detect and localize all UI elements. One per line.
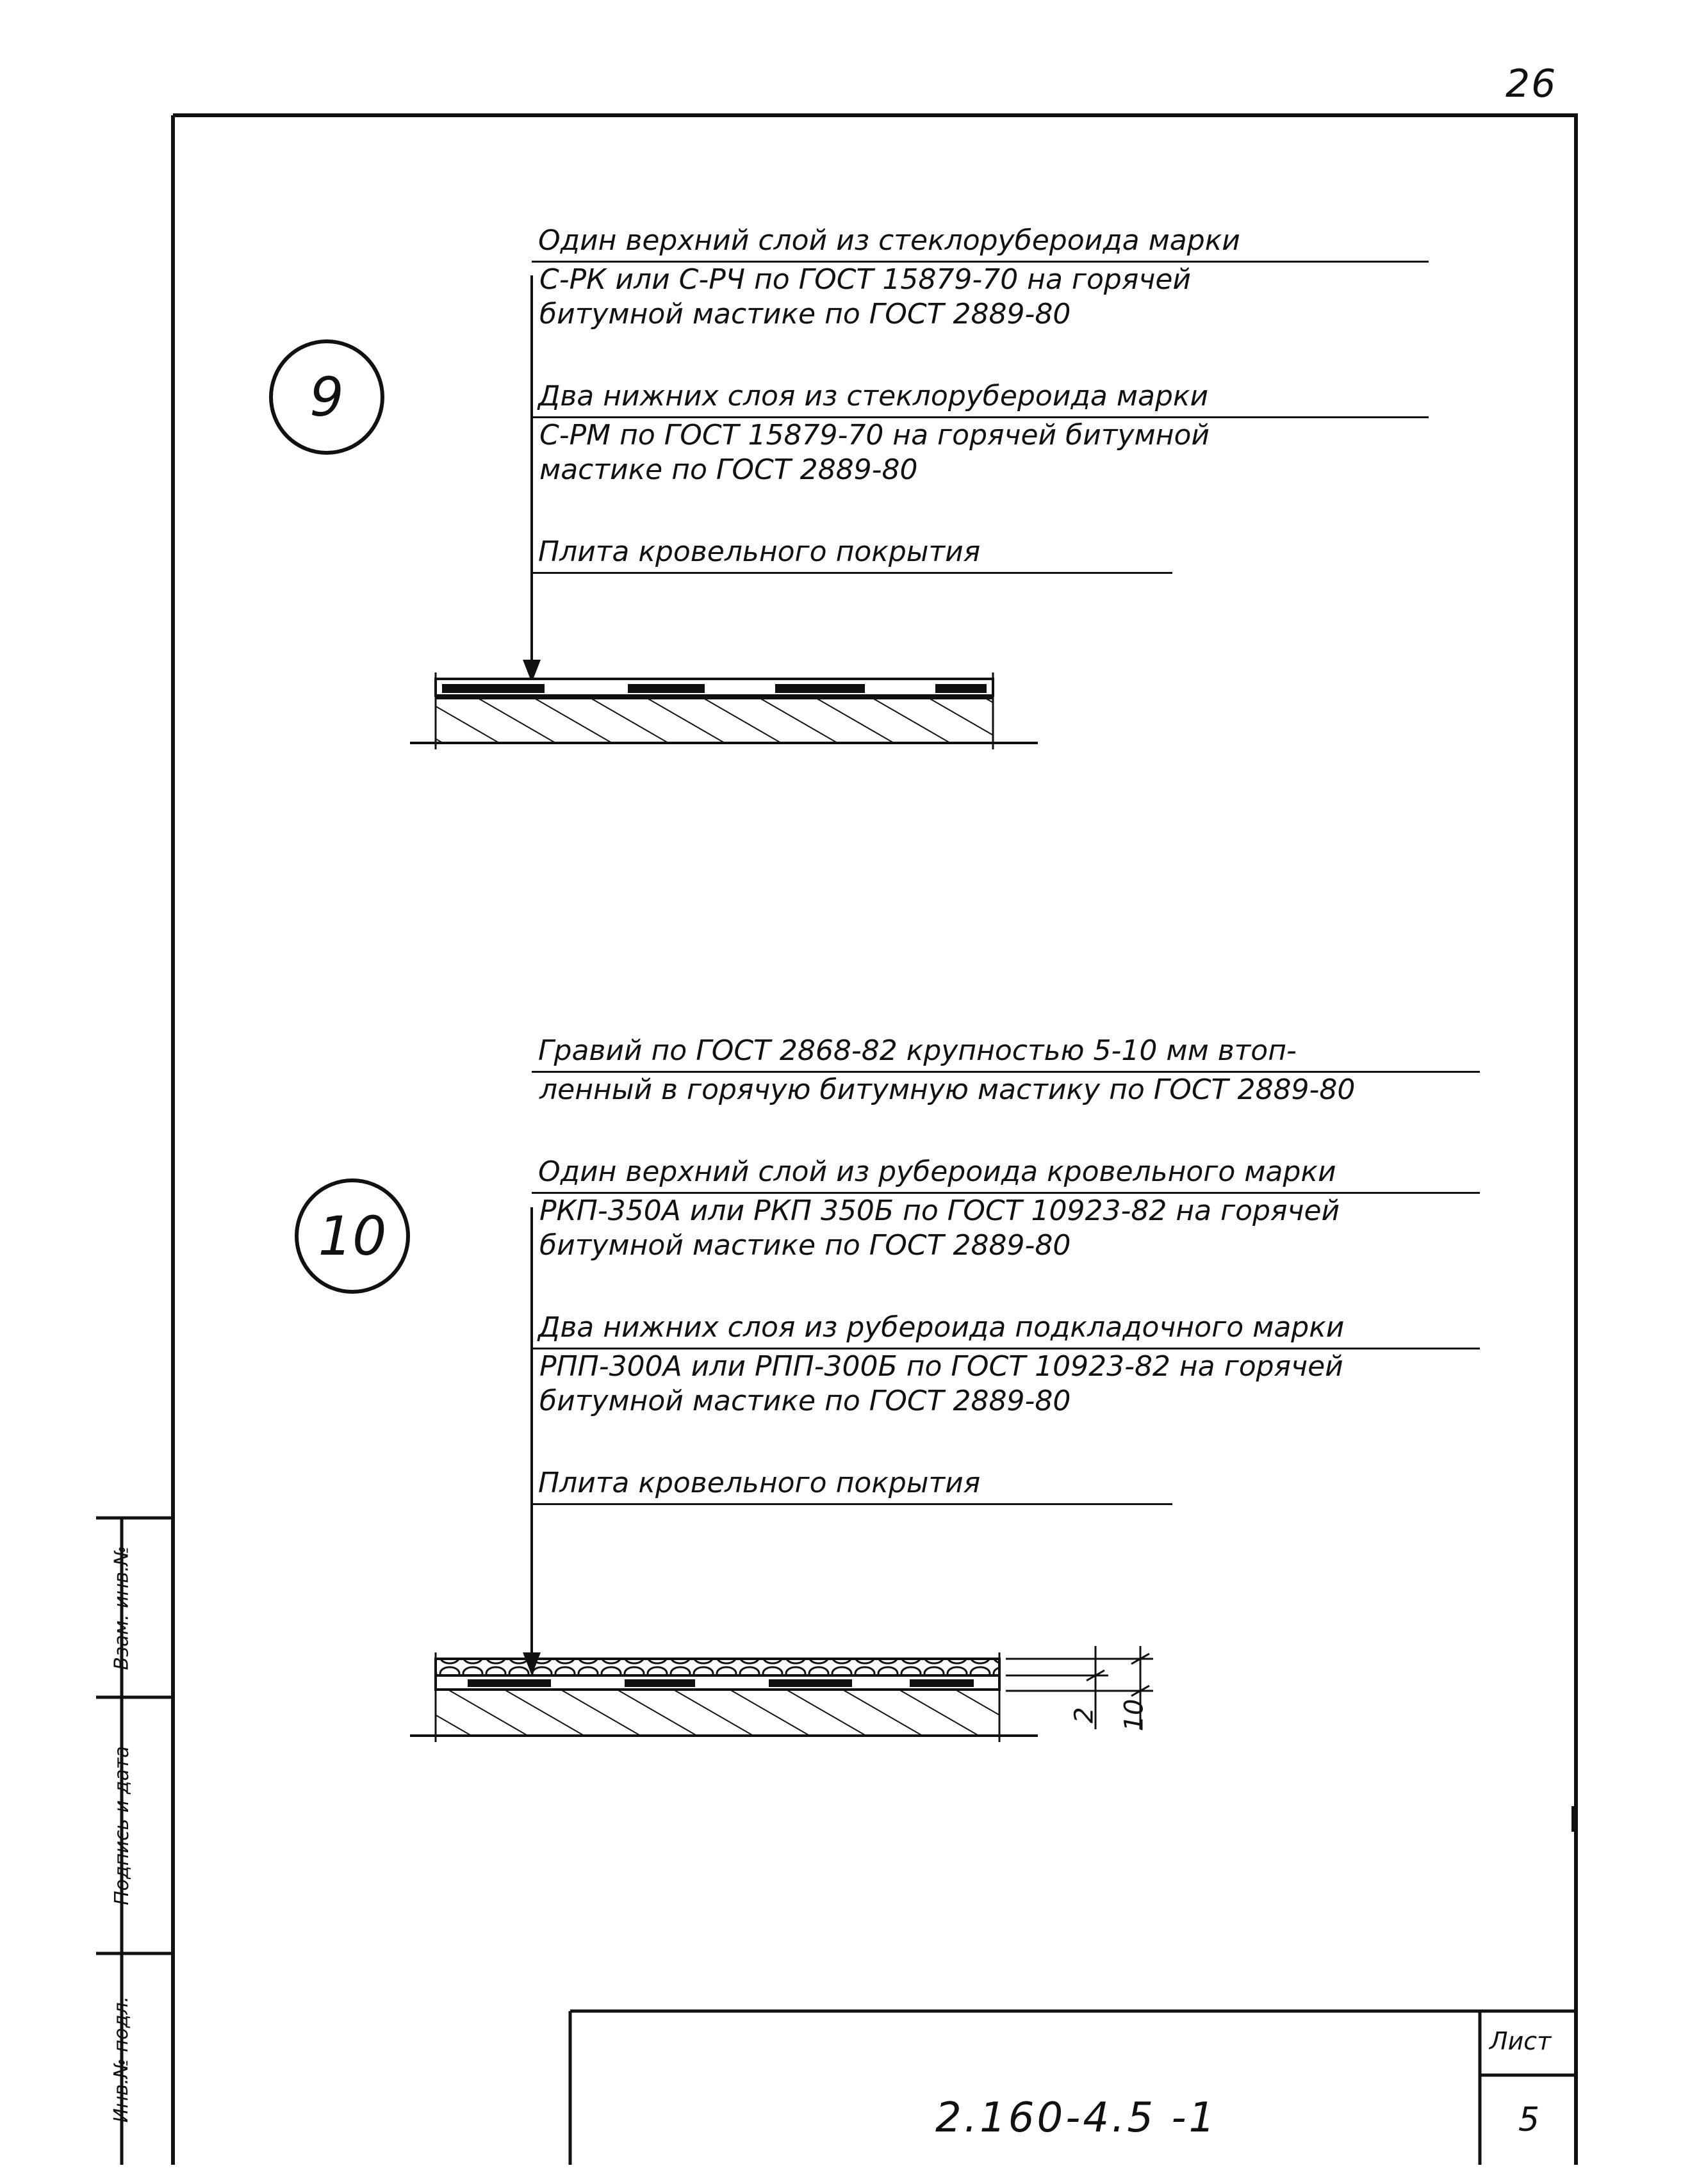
detail-marker-10-label: 10	[318, 1205, 387, 1267]
side-stamp-inventory-cell: Инв.№ подл.	[96, 1953, 147, 2165]
side-stamp-signature-label: Подпись и дата	[110, 1745, 133, 1905]
side-stamp-frame	[96, 1516, 175, 2165]
title-block-frame	[568, 2009, 1576, 2165]
leader-rule	[532, 1503, 1172, 1505]
detail-9-layer-1-line-1: С-РК или С-РЧ по ГОСТ 15879-70 на горяче…	[539, 263, 1191, 296]
detail-10-layer-2-line-2: битумной мастике по ГОСТ 2889-80	[539, 1229, 1071, 1262]
page-number: 26	[1505, 61, 1557, 106]
leader-rule	[532, 1071, 1480, 1073]
leader-rule	[532, 416, 1429, 418]
dimension-lines	[1006, 1646, 1153, 1729]
detail-9-layer-2-line-2: мастике по ГОСТ 2889-80	[539, 453, 918, 486]
detail-10-callout: Гравий по ГОСТ 2868-82 крупностью 5-10 м…	[532, 1031, 1480, 1505]
dimension-label-10: 10	[1119, 1699, 1149, 1732]
leader-rule	[532, 572, 1172, 574]
leader-rule	[532, 261, 1429, 263]
detail-10-layer-3-line-1: РПП-300А или РПП-300Б по ГОСТ 10923-82 н…	[539, 1350, 1343, 1383]
spacer	[532, 332, 1429, 377]
detail-10-layer-3-heading: Два нижних слоя из рубероида подкладочно…	[538, 1311, 1345, 1344]
side-stamp-replacement-label: Взам. инв.№	[110, 1545, 133, 1670]
spacer	[532, 487, 1429, 532]
leader-rule	[532, 1348, 1480, 1349]
detail-10-layer-4-heading: Плита кровельного покрытия	[538, 1467, 981, 1499]
side-stamp-signature-cell: Подпись и дата	[96, 1697, 147, 1953]
detail-9-section	[410, 275, 1038, 749]
sheet-number: 5	[1518, 2101, 1540, 2139]
detail-marker-9: 9	[269, 339, 384, 455]
detail-9-layer-2-line-1: С-РМ по ГОСТ 15879-70 на горячей битумно…	[539, 419, 1210, 452]
side-stamp-replacement-cell: Взам. инв.№	[96, 1518, 147, 1697]
sheet-label: Лист	[1489, 2027, 1552, 2055]
detail-10-layer-1-heading: Гравий по ГОСТ 2868-82 крупностью 5-10 м…	[538, 1034, 1297, 1067]
detail-10-layer-2-line-1: РКП-350А или РКП 350Б по ГОСТ 10923-82 н…	[539, 1194, 1340, 1227]
spacer	[532, 1263, 1480, 1308]
detail-10-layer-3-line-2: битумной мастике по ГОСТ 2889-80	[539, 1385, 1071, 1417]
dimension-label-2: 2	[1069, 1707, 1099, 1724]
detail-9-layer-3-heading: Плита кровельного покрытия	[538, 535, 981, 568]
side-stamp-inventory-label: Инв.№ подл.	[110, 1996, 133, 2123]
spacer	[532, 1107, 1480, 1152]
document-code: 2.160-4.5 -1	[935, 2094, 1218, 2142]
detail-9-layer-1-heading: Один верхний слой из стеклорубероида мар…	[538, 224, 1240, 257]
detail-9-layer-1-line-2: битумной мастике по ГОСТ 2889-80	[539, 298, 1071, 330]
detail-10-layer-2-heading: Один верхний слой из рубероида кровельно…	[538, 1155, 1336, 1188]
detail-9-callout: Один верхний слой из стеклорубероида мар…	[532, 221, 1429, 574]
detail-9-layer-2-heading: Два нижних слоя из стеклорубероида марки	[538, 380, 1209, 412]
detail-marker-10: 10	[295, 1178, 410, 1294]
detail-marker-9-label: 9	[309, 366, 344, 428]
detail-10-layer-1-line-1: ленный в горячую битумную мастику по ГОС…	[539, 1073, 1356, 1106]
spacer	[532, 1419, 1480, 1463]
detail-10-section	[410, 1207, 1038, 1742]
leader-rule	[532, 1192, 1480, 1194]
